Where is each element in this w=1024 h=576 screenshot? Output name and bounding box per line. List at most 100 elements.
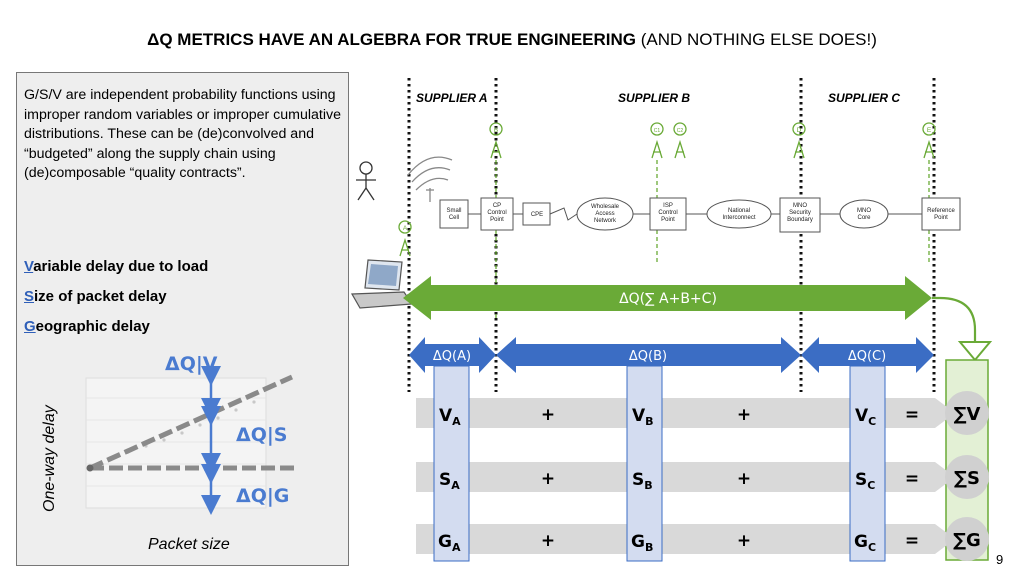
svg-text:Access: Access (595, 211, 614, 217)
plus-sign: + (737, 405, 751, 425)
term-s-b: SB (632, 470, 653, 492)
algebra-terms: VA VB VC SA SB SC GA GB GC (438, 406, 876, 554)
component-initial: V (24, 258, 34, 275)
delta-q-v-label: ΔQ|V (165, 353, 218, 375)
delta-q-a-label: ΔQ(A) (433, 349, 471, 364)
title-rest: (AND NOTHING ELSE DOES!) (640, 30, 877, 49)
sum-g-label: ∑G (953, 530, 981, 551)
plus-sign: + (541, 405, 555, 425)
term-v-a: VA (439, 406, 461, 428)
term-g-b: GB (631, 532, 653, 554)
svg-text:CP: CP (493, 203, 501, 209)
chart-gridlines (86, 397, 266, 487)
term-g-c: GC (854, 532, 876, 554)
plus-sign: + (737, 469, 751, 489)
green-connector-curve (932, 296, 977, 342)
svg-text:Point: Point (490, 217, 504, 223)
svg-text:E: E (927, 127, 932, 134)
total-delta-q-arrow (403, 276, 932, 320)
chart-xlabel: Packet size (148, 536, 230, 553)
term-v-b: VB (632, 406, 654, 428)
network-links (468, 207, 922, 221)
component-text: eographic delay (35, 318, 150, 335)
component-initial: G (24, 318, 36, 335)
term-s-a: SA (439, 470, 460, 492)
wireless-signal-icon (407, 156, 453, 202)
component-text: ize of packet delay (34, 288, 167, 305)
svg-text:Control: Control (487, 210, 506, 216)
equals-sign: = (905, 405, 919, 425)
panel-description: G/S/V are independent probability functi… (24, 87, 341, 182)
supplier-b-label: SUPPLIER B (618, 91, 690, 105)
component-initial: S (24, 288, 35, 305)
element-small-cell-line2: Cell (449, 215, 459, 221)
component-text: ariable delay due to load (33, 258, 209, 275)
delta-q-c-arrow (801, 337, 934, 373)
svg-text:Security: Security (789, 210, 811, 216)
slide-title: ΔQ METRICS HAVE AN ALGEBRA FOR TRUE ENGI… (0, 30, 1024, 50)
title-bold: ΔQ METRICS HAVE AN ALGEBRA FOR TRUE ENGI… (147, 30, 636, 49)
supplier-a-label: SUPPLIER A (416, 91, 488, 105)
svg-text:MNO: MNO (793, 203, 807, 209)
plus-sign: + (737, 531, 751, 551)
algebra-row-arrows (416, 398, 955, 554)
observation-points (398, 122, 936, 318)
svg-text:MNO: MNO (857, 208, 871, 214)
user-figure-icon (356, 161, 376, 201)
chart-ylabel: One-way delay (41, 404, 58, 512)
svg-text:ISP: ISP (663, 203, 673, 209)
element-small-cell-line1: Small (446, 208, 461, 214)
slope-line (88, 374, 294, 471)
delta-q-g-label: ΔQ|G (236, 485, 289, 507)
component-size: Size of packet delay (24, 288, 167, 305)
term-s-c: SC (855, 470, 875, 492)
plus-sign: + (541, 531, 555, 551)
svg-text:D: D (797, 127, 802, 134)
svg-text:B: B (494, 127, 498, 134)
svg-text:Core: Core (857, 215, 871, 221)
laptop-icon (350, 259, 414, 309)
green-connector-head (957, 341, 993, 362)
total-delta-q-label: ΔQ(∑ A+B+C) (619, 291, 717, 307)
sum-s-label: ∑S (954, 468, 980, 489)
svg-text:Reference: Reference (927, 208, 955, 214)
algebra-columns (433, 365, 886, 562)
origin-point (86, 464, 94, 472)
svg-text:Network: Network (594, 218, 617, 224)
delta-q-s-label: ΔQ|S (236, 424, 287, 446)
algebra-operators: + + = + + = + + = (541, 405, 919, 551)
svg-text:A: A (403, 225, 408, 232)
supplier-c-label: SUPPLIER C (828, 91, 900, 105)
svg-text:Point: Point (934, 215, 948, 221)
svg-text:CPE: CPE (531, 212, 543, 218)
delta-q-b-arrow (496, 337, 801, 373)
supplier-boundaries (407, 78, 936, 392)
delta-q-b-label: ΔQ(B) (629, 349, 667, 364)
svg-text:Point: Point (661, 217, 675, 223)
svg-text:Wholesale: Wholesale (591, 204, 620, 210)
svg-text:National: National (728, 208, 750, 214)
component-variable: Variable delay due to load (24, 258, 208, 275)
svg-text:Interconnect: Interconnect (722, 215, 755, 221)
svg-text:Boundary: Boundary (787, 217, 813, 223)
sum-v-label: ∑V (954, 404, 981, 425)
svg-text:C1: C1 (654, 128, 661, 134)
svg-text:Control: Control (658, 210, 677, 216)
term-g-a: GA (438, 532, 461, 554)
term-v-c: VC (855, 406, 876, 428)
svg-text:C2: C2 (677, 128, 684, 134)
observation-point-letters: A B C1 C2 D E (403, 127, 932, 232)
component-geographic: Geographic delay (24, 318, 150, 335)
page-number: 9 (996, 552, 1004, 567)
equals-sign: = (905, 469, 919, 489)
delta-q-a-arrow (409, 337, 496, 373)
result-circles (945, 391, 989, 561)
network-element-boxes (439, 197, 961, 233)
equals-sign: = (905, 531, 919, 551)
delay-chart: ΔQ|V ΔQ|S ΔQ|G One-way delay Packet size (41, 353, 298, 553)
result-labels: ∑V ∑S ∑G (953, 404, 981, 551)
delta-q-c-label: ΔQ(C) (848, 349, 886, 364)
plus-sign: + (541, 469, 555, 489)
